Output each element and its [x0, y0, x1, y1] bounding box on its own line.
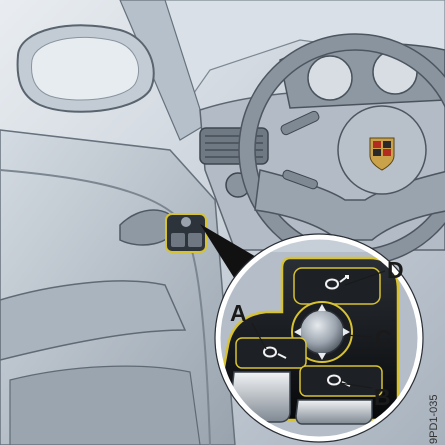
air-vent: [200, 128, 268, 164]
window-switch-right: [296, 400, 372, 424]
door-switch-knob: [181, 217, 191, 227]
callout-label-a: A: [230, 302, 247, 325]
door-pocket: [10, 366, 200, 445]
door-switch-left: [171, 233, 185, 247]
callout-label-b: B: [374, 386, 391, 409]
tachometer: [308, 56, 352, 100]
right-mirror-select-button: [300, 366, 382, 396]
callout-label-c: C: [375, 327, 392, 350]
callout-label-d: D: [387, 259, 404, 282]
door-switch-right: [188, 233, 202, 247]
side-mirror-glass: [32, 37, 139, 100]
left-mirror-select-button: [236, 338, 306, 368]
figure-code: 9PD1-035: [428, 394, 440, 444]
